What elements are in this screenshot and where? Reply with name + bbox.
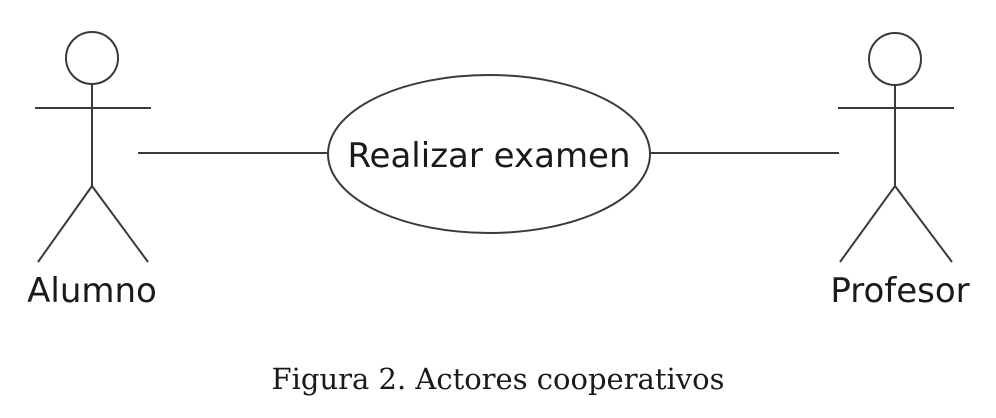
actor-alumno-label: Alumno [27, 271, 157, 311]
figure-caption: Figura 2. Actores cooperativos [271, 362, 725, 396]
actor-profesor: Profesor [830, 32, 970, 311]
actor-alumno-head [65, 31, 119, 85]
actor-profesor-head [868, 32, 922, 86]
actor-alumno: Alumno [27, 31, 157, 311]
use-case: Realizar examen [327, 74, 651, 234]
actor-profesor-label: Profesor [830, 271, 969, 311]
actor-alumno-right-leg [91, 185, 149, 263]
use-case-label: Realizar examen [347, 136, 630, 176]
actor-alumno-left-leg [37, 185, 93, 263]
actor-profesor-left-leg [839, 185, 896, 263]
actor-profesor-right-leg [894, 185, 953, 263]
